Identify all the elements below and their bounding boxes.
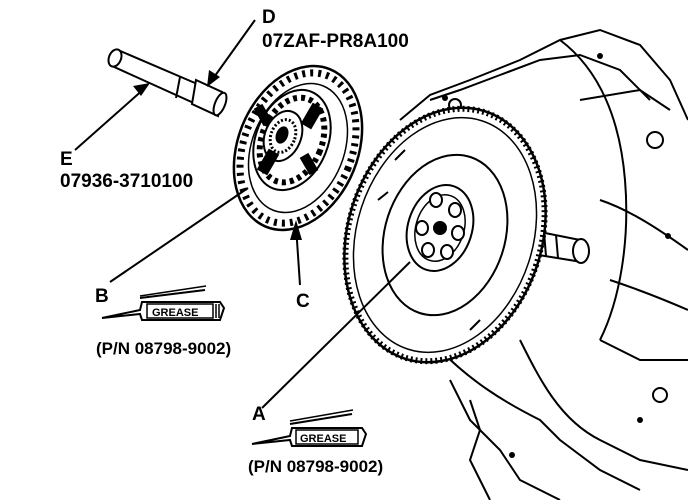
engine-bolts	[442, 53, 671, 458]
grease-tube-a: GREASE	[251, 409, 368, 447]
grease-tube-b: GREASE	[101, 285, 226, 321]
leader-lines	[74, 19, 411, 409]
grease-label-b: GREASE	[152, 307, 198, 319]
clutch-alignment-tool	[107, 48, 228, 118]
part-number-grease-b: (P/N 08798-9002)	[96, 339, 232, 358]
arrowheads	[133, 70, 302, 240]
flywheel	[342, 105, 548, 365]
part-number-e: 07936-3710100	[60, 171, 194, 192]
damper-springs	[253, 102, 324, 176]
flywheel-bolt-holes	[415, 192, 465, 260]
label-d: D	[262, 7, 276, 28]
label-e: E	[60, 149, 73, 170]
label-c: C	[296, 291, 310, 312]
part-number-grease-a: (P/N 08798-9002)	[248, 457, 384, 476]
engine-block	[399, 28, 688, 500]
label-a: A	[252, 404, 266, 425]
part-number-d: 07ZAF-PR8A100	[262, 31, 409, 52]
label-b: B	[95, 286, 109, 307]
grease-label-a: GREASE	[300, 433, 346, 445]
clutch-disc	[232, 64, 364, 232]
